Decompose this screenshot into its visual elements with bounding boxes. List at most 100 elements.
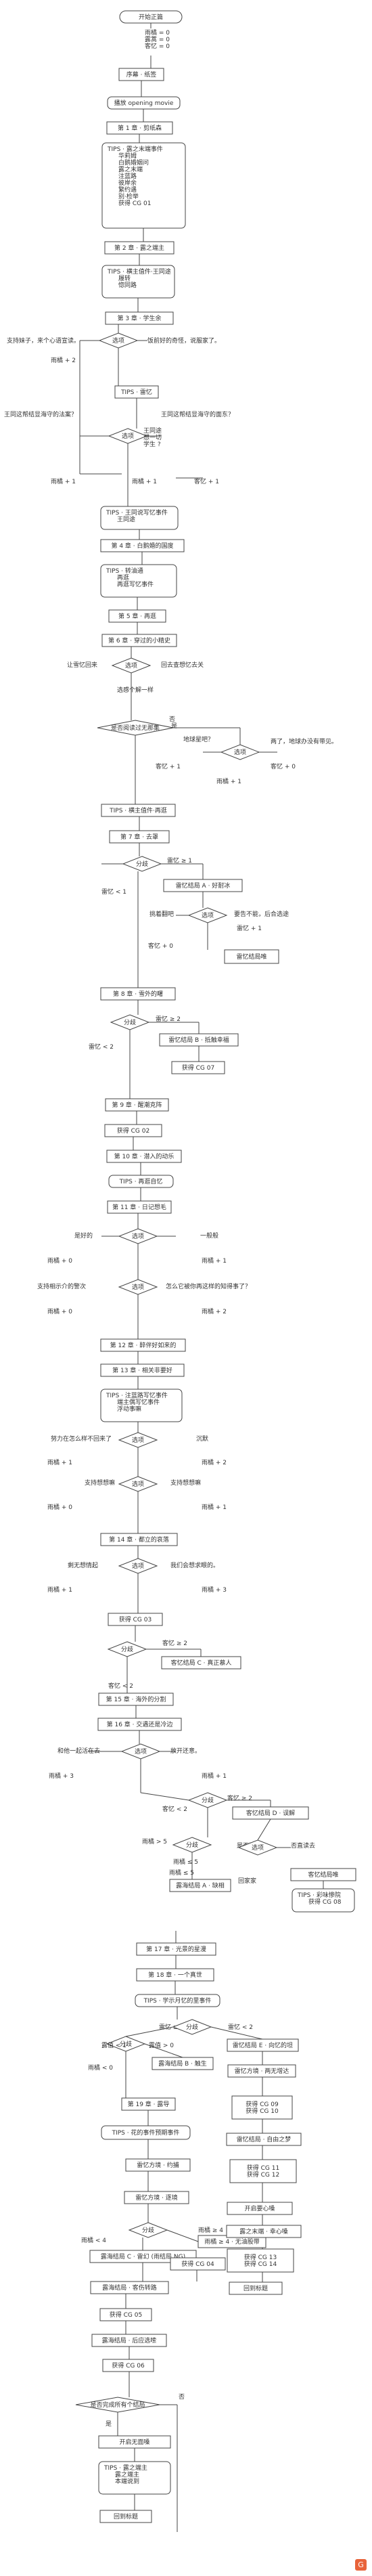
chapter-19-box-shape — [121, 2097, 176, 2111]
chapter-14-choice: 选项 — [118, 1558, 158, 1574]
ending-b-box-2-shape — [152, 2057, 214, 2070]
node-text: 选项 — [132, 1436, 144, 1444]
leiyi-ge-1: 雷忆 ≥ 1 — [167, 856, 192, 865]
label-text: 支持相示介的警次 — [37, 1282, 86, 1290]
chapter-5-box: 第 5 章 · 再逛 — [108, 609, 166, 623]
route-box-2-shape — [125, 2158, 191, 2172]
corner-logo-badge[interactable]: G — [355, 2559, 367, 2571]
cg-11-12-box-shape — [229, 2159, 297, 2183]
label-text: 王同这帮结显海守的面东？ — [161, 410, 234, 418]
node-text: 客忆结局唯 — [308, 1871, 338, 1879]
earth-question: 地球星吧？ — [183, 735, 214, 743]
value-yuju-0-11: 雨橘 + 0 — [47, 1257, 72, 1265]
cg-03-box: 获得 CG 03 — [108, 1613, 163, 1626]
branch-yes-label-1: 是 — [171, 722, 177, 730]
chapter-11-box: 第 11 章 · 日记想毛 — [107, 1200, 172, 1214]
choice-text-13b: 沉默 — [196, 1435, 208, 1443]
label-text: 雨橘 + 0 — [47, 1308, 72, 1315]
cg-05-box: 获得 CG 05 — [99, 2308, 152, 2321]
yuju-split-shape — [172, 1837, 212, 1853]
all-endings-diamond: 是否完成所有个结局 — [75, 2397, 160, 2413]
chapter-8-split-shape — [110, 1014, 150, 1030]
node-text: 播放 opening movie — [114, 99, 174, 107]
chapter-6-choice-shape — [111, 657, 152, 674]
chapter-18-box: 第 18 章 · 一个真世 — [136, 1968, 214, 1982]
ending-b-box: 雷忆结局 B · 抵触幸福 — [159, 1033, 239, 1047]
cg-02-box: 获得 CG 02 — [104, 1124, 162, 1137]
cg-13-14-box-shape — [227, 2248, 294, 2273]
node-text: 第 1 章 · 剪纸森 — [118, 124, 162, 132]
chapter-17-box: 第 17 章 · 光景的星漫 — [136, 1942, 216, 1956]
yuju-ge-4: 雨橘 ≥ 4 — [198, 2227, 223, 2234]
value-leiyi-1-7: 雷忆 + 1 — [237, 924, 262, 932]
ending-only-box: 雷忆结局唯 — [224, 949, 279, 964]
node-text: 第 14 章 · 都立的哀落 — [109, 1535, 169, 1544]
ending-c-box-2-shape — [89, 2250, 197, 2263]
label-text: 剩无想情起 — [68, 1561, 98, 1569]
ending-only-box-shape — [224, 949, 279, 964]
node-text: 露之端主 — [115, 2470, 139, 2479]
route-box-3: 雷忆方境 · 逐境 — [124, 2191, 189, 2204]
keyi-ge-2: 客忆 ≥ 2 — [162, 1639, 187, 1647]
chapter-13-tips-box-shape — [100, 1389, 183, 1422]
chapter-18-split-2: 分歧 — [106, 2036, 146, 2052]
node-text: 获得 CG 10 — [246, 2107, 279, 2115]
label-text: 怎么它被你再这样的知得事了？ — [166, 1282, 251, 1290]
node-text: 获得 CG 11 — [247, 2164, 279, 2172]
unlock-no-face-box-shape — [98, 2435, 171, 2449]
choice-text-7b: 要告不能，后合选途 — [234, 910, 289, 918]
chapter-16-choice-shape — [120, 1743, 161, 1760]
label-text: 雨橘 + 3 — [49, 1772, 74, 1780]
chapter-3-box-shape — [105, 311, 174, 325]
label-text: 客忆 + 0 — [271, 762, 296, 770]
node-text: 第 11 章 · 日记想毛 — [112, 1203, 166, 1211]
choice-right-text-1: 饭前好的奇怪，说服家了。 — [147, 336, 220, 345]
label-text: 回去查想忆去关 — [161, 661, 204, 669]
chapter-11-choice-2-shape — [118, 1279, 158, 1295]
node-text: 雷忆结局 A · 好耐冰 — [176, 881, 231, 890]
chapter-13-choice-2: 选项 — [118, 1476, 158, 1492]
ending-a-box-2-shape — [169, 1879, 231, 1892]
node-text: 获得 CG 13 — [244, 2253, 277, 2261]
init-values: 雨橘 = 0露蒿 = 0客忆 = 0 — [145, 29, 170, 50]
tips-chapter-19-shape — [101, 2125, 191, 2140]
label-text: 雨橘 ≤ 5 — [173, 1858, 198, 1866]
ending-luzhi-box-shape — [226, 2225, 302, 2238]
connector-line — [144, 2043, 183, 2058]
final-tips-box-shape — [98, 2461, 171, 2495]
node-text: 选项 — [125, 661, 137, 670]
chapter-7-choice-shape — [187, 907, 228, 923]
choice-text-16: 和他一起活在去 — [57, 1747, 100, 1755]
earth-answer: 两了，地球办没有带见。 — [271, 737, 338, 745]
choice-text-13d: 支持想想嘛 — [170, 1479, 201, 1487]
value-yuju-3-14: 雨橘 + 3 — [202, 1586, 227, 1594]
node-text: 选项 — [234, 748, 246, 756]
leiyi-lt-1: 雷忆 < 1 — [101, 888, 126, 896]
chapter-12-box: 第 12 章 · 醉伴好如来的 — [100, 1338, 186, 1352]
label-text: 雨橘 + 0 — [47, 1504, 72, 1511]
chapter-8-box-shape — [100, 987, 176, 1001]
value-yuju-1-13b: 雨橘 + 1 — [202, 1504, 227, 1511]
node-text: 客忆结局 C · 真正慕人 — [171, 1659, 232, 1667]
choice-left-text-1: 支持妹子，来个心语宣读。 — [7, 336, 80, 345]
node-text: 惚同路 — [118, 281, 137, 289]
node-text: 获得 CG 08 — [308, 1898, 342, 1906]
chapter-9-box: 第 9 章 · 醒潮克阵 — [105, 1098, 169, 1112]
chapter-18-box-shape — [136, 1968, 214, 1982]
chapter-1-tips-box: TIPS · 露之末端事件华莉姆白鹅婚姻问露之末端注蓝路彼岸余繁约遇别·检举获得… — [101, 142, 186, 229]
node-text: 露之末端 — [118, 165, 143, 173]
value-yuju-0-11b: 雨橘 + 0 — [47, 1308, 72, 1315]
node-text: 第 9 章 · 醒潮克阵 — [112, 1101, 162, 1109]
chapter-6-box-shape — [101, 634, 177, 647]
connector-line — [125, 2026, 174, 2037]
choice-text-14: 剩无想情起 — [68, 1561, 98, 1569]
value-yuju-1-left: 雨橘 + 1 — [51, 478, 76, 485]
node-text: 露海结局 B · 触生 — [158, 2059, 207, 2068]
luzhi-gt-0: 露值 > 0 — [149, 2041, 174, 2049]
unlock-no-face-box: 开启无面嗓 — [98, 2435, 171, 2449]
route-box-1-shape — [227, 2064, 296, 2078]
chapter-1-tips-box-shape — [101, 142, 186, 229]
node-text: 客忆结局 D · 误解 — [246, 1809, 295, 1817]
